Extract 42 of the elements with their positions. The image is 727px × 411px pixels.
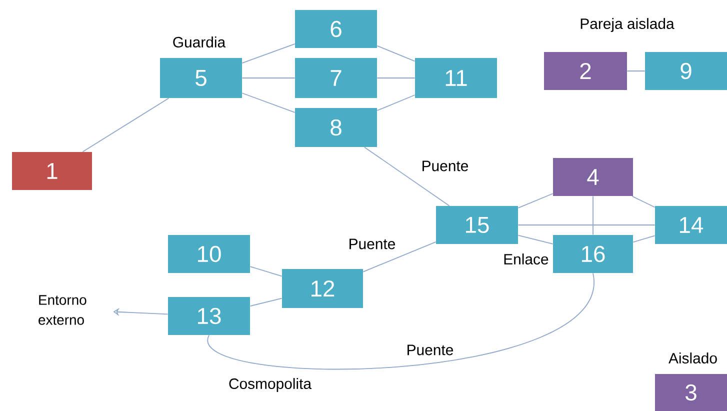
connector-line — [82, 98, 170, 152]
connector-line — [364, 146, 450, 206]
node-box: 6 — [295, 10, 377, 48]
connector-line — [518, 234, 554, 244]
node-box: 12 — [282, 269, 363, 308]
node-box: 4 — [553, 158, 633, 196]
node-box: 14 — [655, 206, 727, 244]
node-caption: Aislado — [668, 352, 717, 364]
connector-line — [376, 94, 416, 111]
node-box: 11 — [415, 58, 497, 98]
node-box: 8 — [295, 108, 377, 147]
node-box: 5 — [160, 58, 242, 98]
node-box: 9 — [645, 52, 727, 90]
node-box: 3 — [655, 374, 727, 411]
node-box: 2 — [544, 52, 627, 90]
connector-line — [626, 70, 646, 72]
node-box: 7 — [295, 58, 377, 98]
connector-line — [592, 196, 594, 236]
connector-line — [250, 298, 282, 306]
edge-label: Puente — [347, 238, 397, 250]
connector-line — [376, 45, 416, 62]
connector-line — [250, 266, 282, 277]
connector-line — [362, 241, 436, 272]
connector-line — [632, 196, 656, 208]
node-caption: Guardia — [173, 36, 226, 48]
node-text: Entorno externo — [38, 295, 86, 325]
node-box: 16 — [553, 235, 633, 273]
connector-line — [242, 43, 296, 64]
connector-line — [208, 272, 594, 370]
group-label: Pareja aislada — [580, 18, 674, 32]
edge-label: Puente — [420, 160, 470, 172]
node-caption: Enlace — [504, 254, 548, 264]
connector-line — [518, 224, 656, 226]
node-caption: Cosmopolita — [229, 378, 312, 392]
node-box: 15 — [436, 206, 518, 244]
connector-line — [632, 235, 656, 243]
connector-line — [518, 193, 554, 208]
connector-line — [242, 92, 296, 113]
node-box: 10 — [168, 235, 250, 273]
node-box: 13 — [168, 297, 250, 335]
edge-label: Puente — [405, 344, 455, 356]
node-box: 1 — [12, 152, 92, 190]
